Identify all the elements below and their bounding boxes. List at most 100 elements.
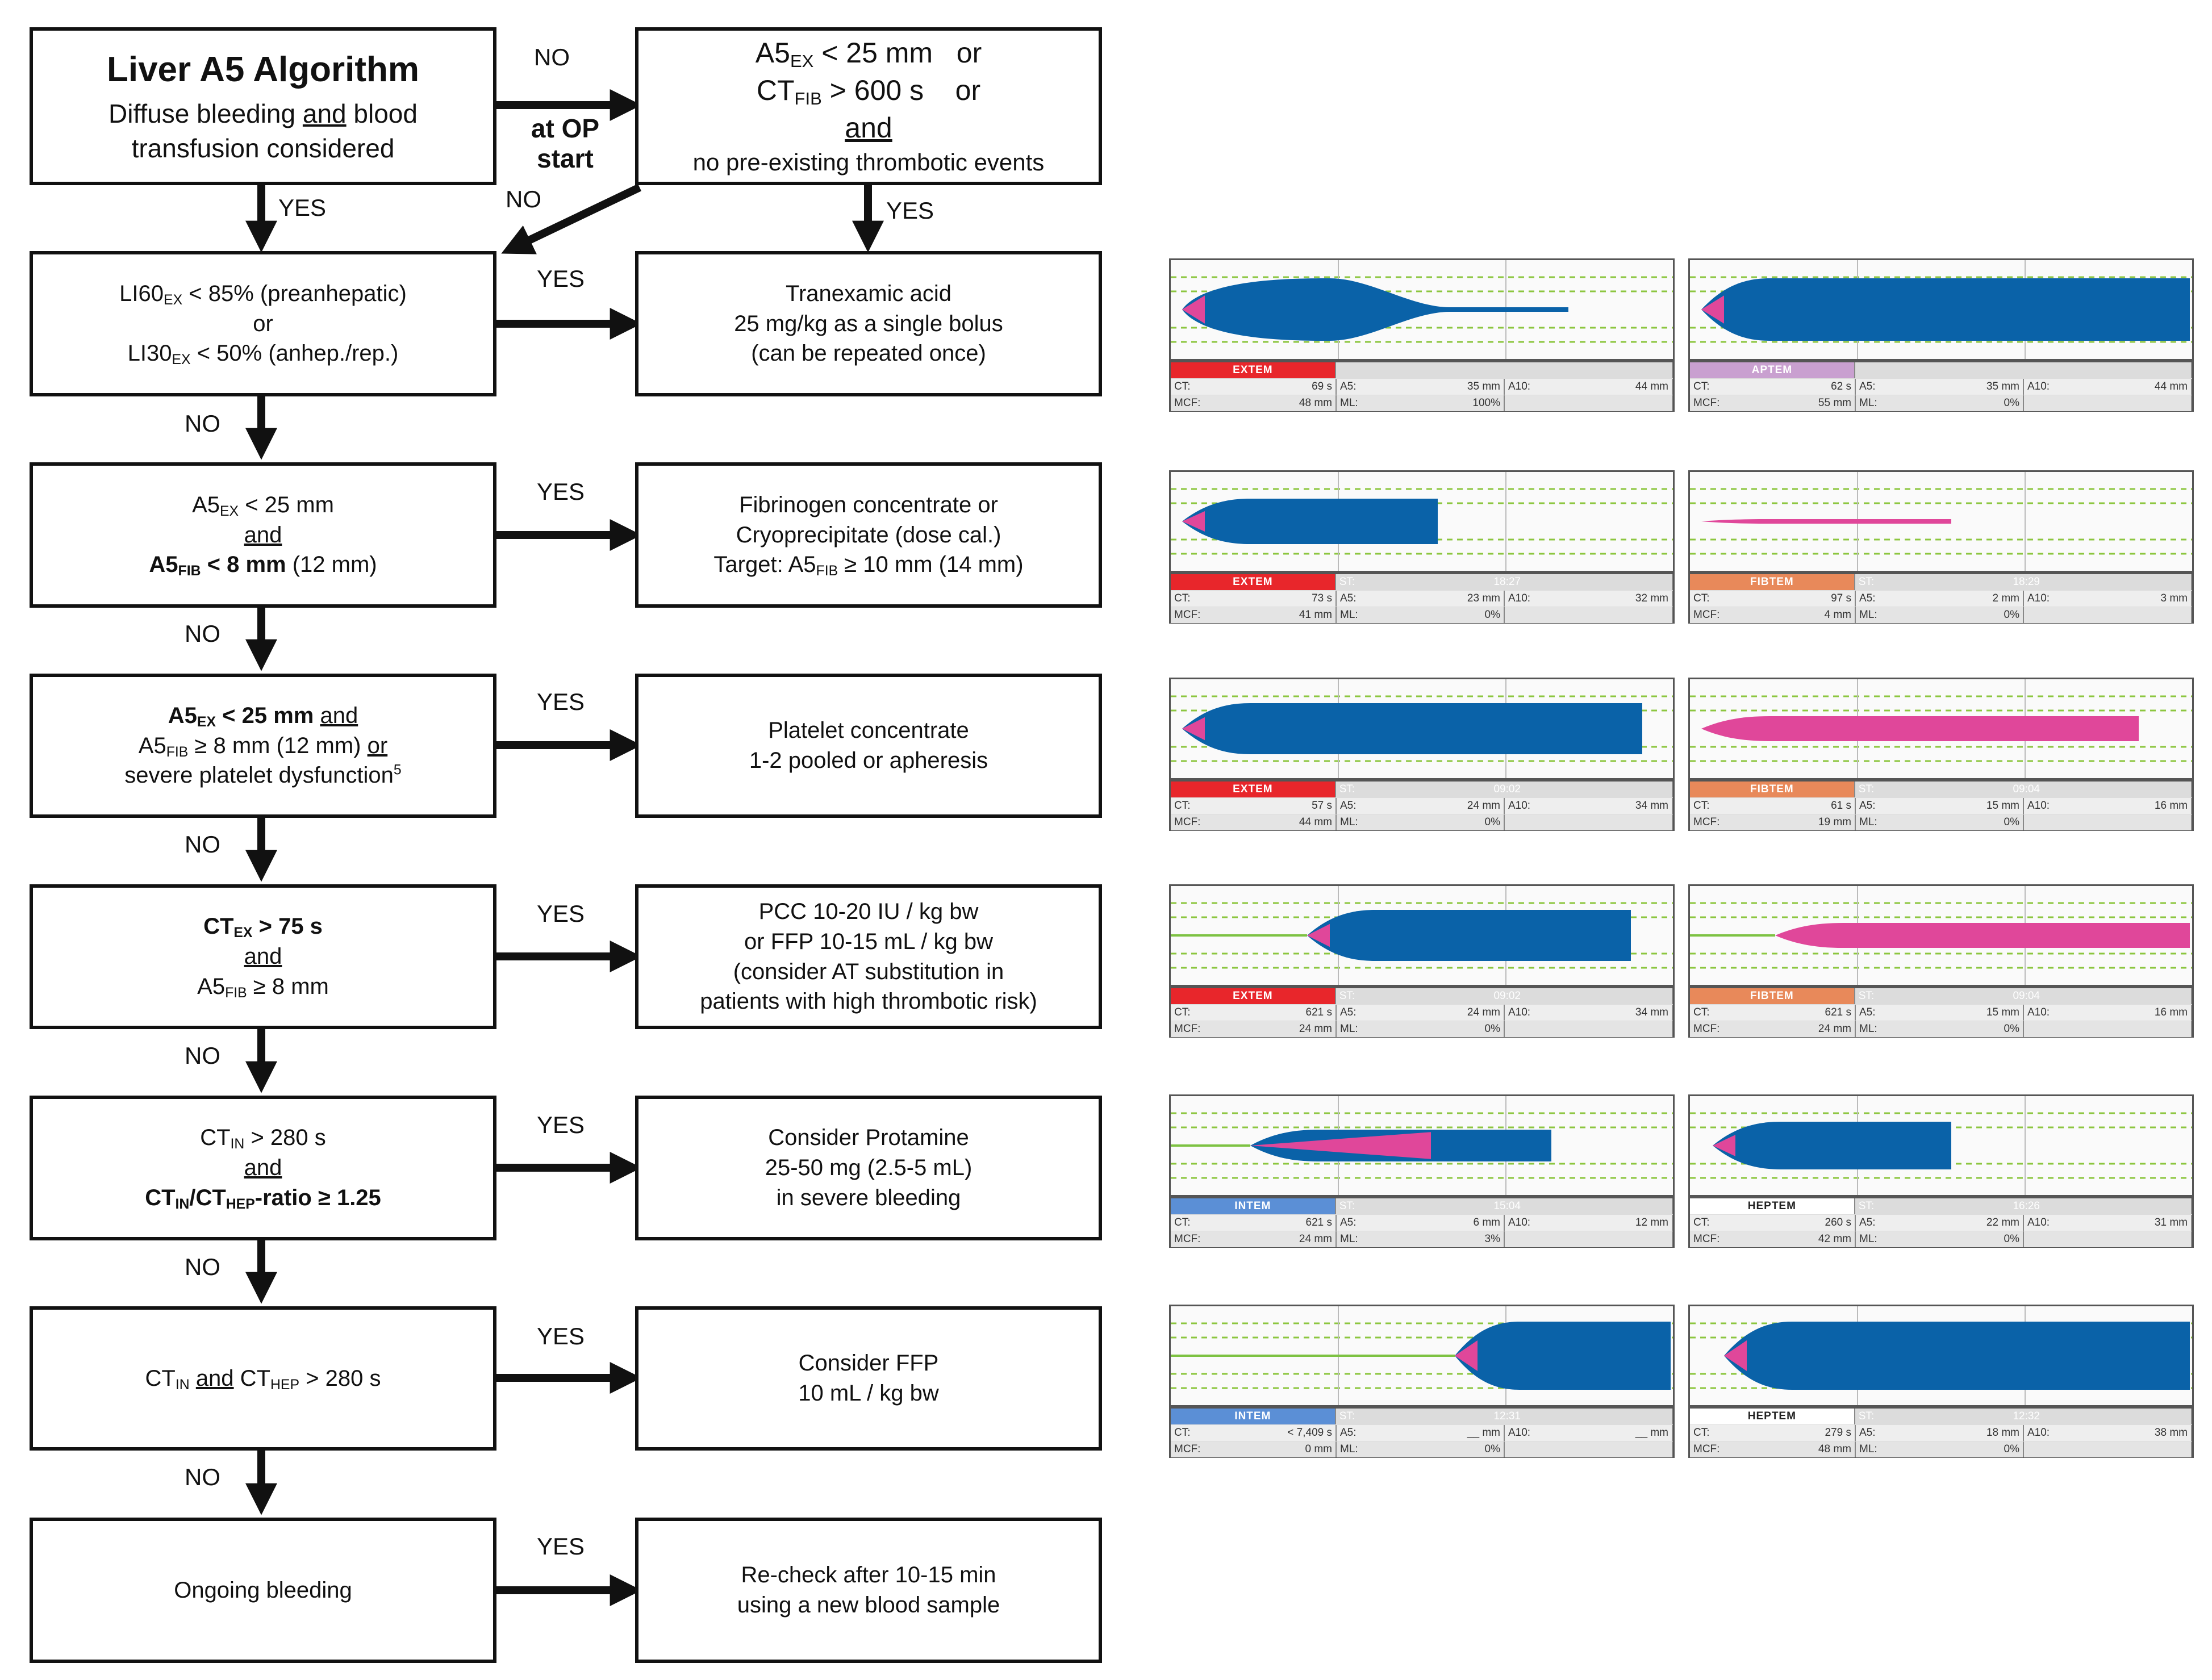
start-time: ST:09:02 <box>1336 988 1673 1004</box>
initiation-segment <box>1182 717 1205 741</box>
assay-name-badge: EXTEM <box>1171 362 1336 378</box>
rotem-trace <box>1688 884 2194 987</box>
initiation-segment <box>1724 1340 1747 1371</box>
ffp-condition-box: CTIN and CTHEP > 280 s <box>30 1306 496 1451</box>
empty-cell <box>2024 814 2192 830</box>
ml-value: ML:0% <box>1856 814 2024 830</box>
ml-value: ML:0% <box>1856 1441 2024 1457</box>
rotem-header-row: EXTEM <box>1171 362 1673 378</box>
mcf-value: MCF:19 mm <box>1690 814 1856 830</box>
start-line1: Diffuse bleeding and blood <box>108 99 418 129</box>
empty-cell <box>2024 1231 2192 1247</box>
fibrinogen-condition-box: A5EX < 25 mm and A5FIB < 8 mm (12 mm) <box>30 462 496 608</box>
protamine-action-box: Consider Protamine 25-50 mg (2.5-5 mL) i… <box>635 1096 1102 1240</box>
ongoing-bleeding-box: Ongoing bleeding <box>30 1518 496 1663</box>
ct-value: CT:279 s <box>1690 1425 1856 1441</box>
assay-name-badge: FIBTEM <box>1690 782 1855 797</box>
assay-name-badge: INTEM <box>1171 1409 1336 1424</box>
clot-curve <box>1775 923 2190 948</box>
initiation-segment <box>1250 1132 1431 1159</box>
rotem-trace <box>1169 1305 1675 1407</box>
a10-value: A10:3 mm <box>2024 591 2192 607</box>
clot-curve <box>1182 278 1568 341</box>
clot-curve <box>1713 1122 1951 1169</box>
op-start-condition-box: A5EX < 25 mm or CTFIB > 600 s or and no … <box>635 27 1102 185</box>
rotem-trace <box>1169 258 1675 361</box>
a10-value: A10:31 mm <box>2024 1215 2192 1231</box>
rotem-curve <box>1690 472 2192 571</box>
ct-value: CT:< 7,409 s <box>1171 1425 1337 1441</box>
ct-value: CT:621 s <box>1171 1005 1337 1021</box>
at-op-start-label: at OP start <box>531 114 600 173</box>
rotem-trace <box>1169 678 1675 780</box>
rotem-curve <box>1690 260 2192 359</box>
rotem-curve <box>1690 1306 2192 1405</box>
a5-value: A5:15 mm <box>1856 798 2024 814</box>
initiation-segment <box>1182 511 1205 532</box>
rotem-curve <box>1690 1096 2192 1195</box>
algorithm-title: Liver A5 Algorithm <box>106 50 420 90</box>
yes-label-plt: YES <box>537 688 585 715</box>
a5-value: A5:24 mm <box>1337 1005 1505 1021</box>
rotem-curve <box>1690 679 2192 778</box>
rotem-trace <box>1688 678 2194 780</box>
start-time: ST:18:29 <box>1855 574 2192 590</box>
rotem-trace <box>1688 258 2194 361</box>
start-line2: transfusion considered <box>131 133 395 163</box>
ffp-action-box: Consider FFP 10 mL / kg bw <box>635 1306 1102 1451</box>
empty-cell <box>2024 1441 2192 1457</box>
start-time: ST:12:32 <box>1855 1409 2192 1424</box>
a10-value: A10:32 mm <box>1505 591 1673 607</box>
a5-value: A5:6 mm <box>1337 1215 1505 1231</box>
pcc-action-box: PCC 10-20 IU / kg bw or FFP 10-15 mL / k… <box>635 884 1102 1029</box>
platelet-condition-box: A5EX < 25 mm and A5FIB ≥ 8 mm (12 mm) or… <box>30 674 496 818</box>
empty-cell <box>2024 395 2192 411</box>
ml-value: ML:3% <box>1337 1231 1505 1247</box>
a10-value: A10:38 mm <box>2024 1425 2192 1441</box>
start-time: ST:15:04 <box>1336 1198 1673 1214</box>
rotem-trace <box>1169 470 1675 572</box>
start-box: Liver A5 Algorithm Diffuse bleeding and … <box>30 27 496 185</box>
assay-name-badge: FIBTEM <box>1690 988 1855 1004</box>
assay-name-badge: INTEM <box>1171 1198 1336 1214</box>
a5-value: A5:35 mm <box>1856 379 2024 395</box>
ct-value: CT:97 s <box>1690 591 1856 607</box>
clot-curve <box>1701 278 2190 341</box>
no-label-fib: NO <box>185 620 220 647</box>
yes-label-lysis: YES <box>537 265 585 292</box>
no-label-lysis: NO <box>185 410 220 437</box>
a10-value: A10:34 mm <box>1505 1005 1673 1021</box>
a10-value: A10:34 mm <box>1505 798 1673 814</box>
rotem-trace <box>1169 884 1675 987</box>
no-label-1: NO <box>534 44 570 70</box>
ct-value: CT:621 s <box>1690 1005 1856 1021</box>
